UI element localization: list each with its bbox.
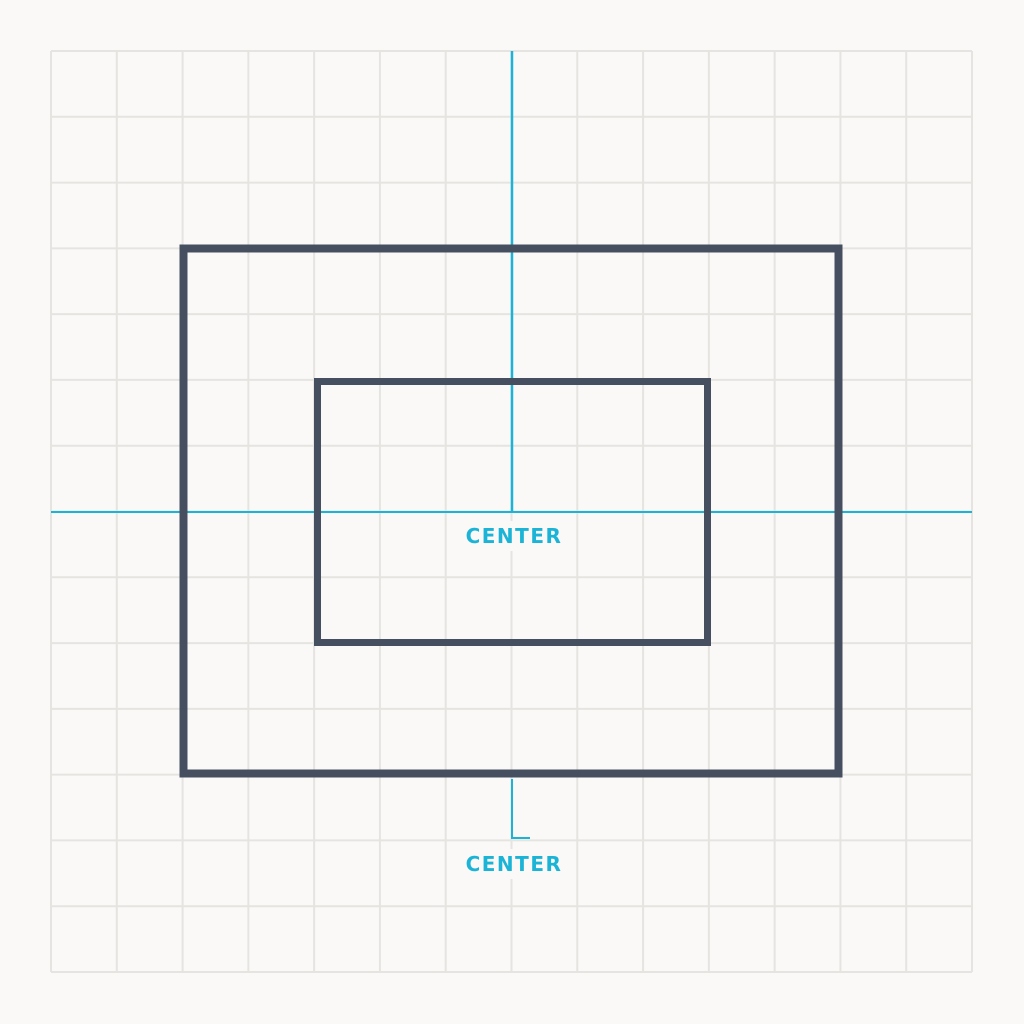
bottom-center-label: CENTER	[466, 852, 563, 876]
center-label: CENTER	[466, 524, 563, 548]
outer-frame	[179, 244, 843, 778]
bottom-label-backdrop	[462, 849, 564, 879]
bottom-center-marker	[511, 779, 530, 839]
center-label-backdrop	[462, 521, 564, 551]
inner-frame	[314, 378, 711, 646]
